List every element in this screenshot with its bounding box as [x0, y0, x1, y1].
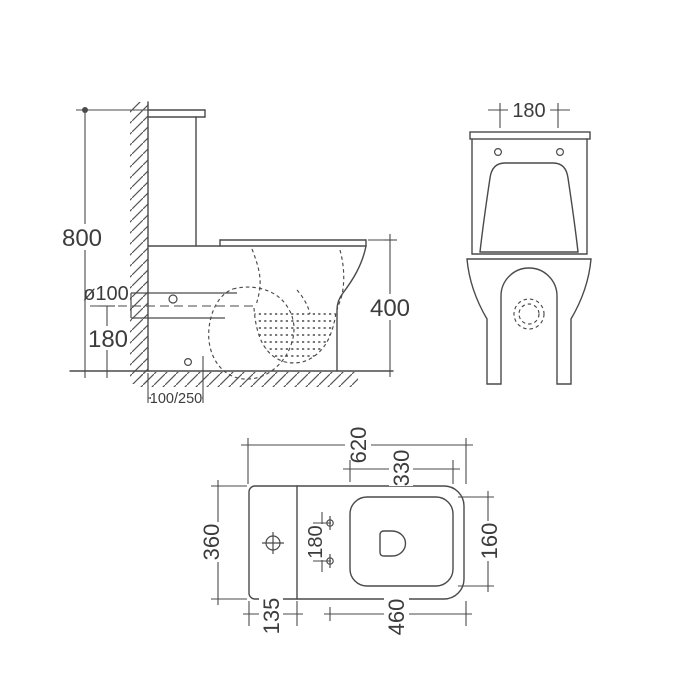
- label-100-250: 100/250: [150, 391, 202, 407]
- trap-outlet-circle: [184, 358, 193, 367]
- pipe-hole-circle: [168, 294, 178, 304]
- dim-180-side: 180: [87, 305, 129, 378]
- cistern-front-panel: [479, 162, 579, 253]
- trapway-dashes: [184, 248, 345, 380]
- label-800: 800: [62, 225, 102, 252]
- front-outlet-circle: [513, 298, 545, 330]
- dim-800: 800: [60, 107, 148, 378]
- label-360: 360: [199, 524, 224, 561]
- label-180-side: 180: [88, 326, 128, 353]
- label-diameter-100: ø100: [83, 283, 129, 305]
- label-180-front: 180: [512, 100, 545, 122]
- wall-hatch: [130, 101, 149, 384]
- outlet-pipe: [90, 292, 253, 319]
- fixing-hole-left: [494, 148, 503, 157]
- side-view: 800 180 ø100 400 100/250: [60, 101, 413, 407]
- label-400: 400: [370, 295, 410, 322]
- dim-360: 360: [198, 480, 247, 605]
- plan-outline: [248, 485, 465, 600]
- front-view: 180: [466, 99, 592, 385]
- plan-seat-opening: [349, 496, 454, 587]
- front-legs: [466, 258, 592, 385]
- label-160: 160: [477, 523, 502, 560]
- plan-water-inlet-cross: [262, 532, 284, 554]
- cistern-side: [147, 109, 206, 247]
- dim-330: 330: [343, 450, 460, 487]
- label-460: 460: [384, 599, 409, 636]
- dim-620: 620: [241, 425, 473, 484]
- fixing-hole-right: [555, 148, 564, 157]
- dia-100-label: ø100: [83, 283, 129, 305]
- dim-180-front: 180: [488, 99, 570, 128]
- dim-400: 400: [368, 234, 413, 377]
- dim-180-plan: 180: [304, 512, 331, 572]
- plan-seat-bolts: [326, 516, 334, 568]
- label-330: 330: [389, 450, 414, 487]
- label-135: 135: [259, 598, 284, 635]
- floor: [69, 370, 394, 387]
- dim-100-250: 100/250: [147, 356, 204, 407]
- water-stipple: [254, 313, 336, 364]
- dim-135: 135: [243, 596, 303, 636]
- label-180-plan: 180: [305, 525, 327, 558]
- dim-460: 460: [324, 597, 472, 637]
- plan-view: 620 330 360 160 180: [198, 425, 502, 637]
- label-620: 620: [346, 427, 371, 464]
- dim-160: 160: [458, 491, 502, 592]
- front-cistern: [466, 131, 592, 260]
- plan-drain: [379, 530, 407, 557]
- bowl-side: [147, 239, 367, 372]
